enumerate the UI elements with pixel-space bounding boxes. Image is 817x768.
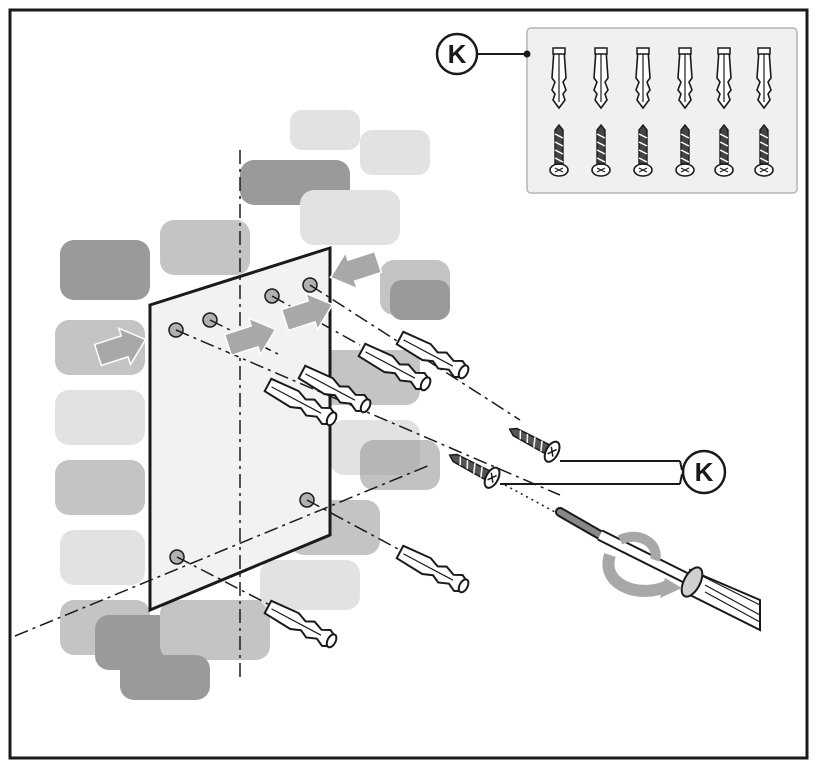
brick-wall: [55, 110, 450, 700]
screws-callout-label: K: [695, 457, 714, 487]
screws-callout: K: [500, 449, 727, 495]
parts-callout: K: [435, 32, 531, 76]
parts-box: [526, 27, 798, 194]
parts-callout-label: K: [448, 39, 467, 69]
screwdriver: [555, 507, 761, 632]
alignment-lines: [14, 150, 561, 680]
